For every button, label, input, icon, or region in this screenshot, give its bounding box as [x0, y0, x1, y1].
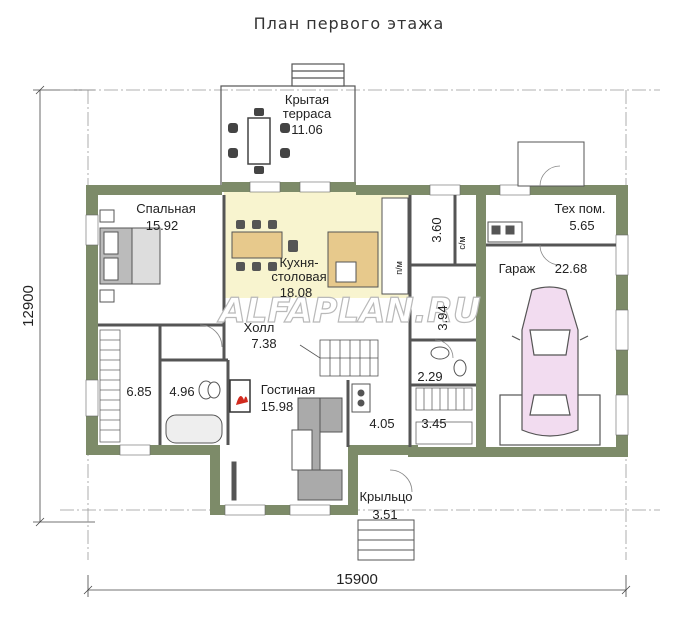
door-swings: [199, 165, 561, 493]
kitchen-name-line2: столовая: [271, 269, 326, 284]
corridor-area: 3.94: [435, 305, 450, 330]
bath2-area: 2.29: [417, 369, 442, 384]
width-dimension: 15900: [336, 571, 378, 588]
kitchen-name-line1: Кухня-: [279, 255, 318, 270]
staircase: [299, 339, 379, 377]
porch-name: Крыльцо: [359, 489, 412, 504]
sm-label: с/м: [457, 236, 467, 249]
terrace-name-line1: Крытая: [285, 92, 329, 107]
living-sofa: [231, 383, 371, 501]
terrace-table: [228, 108, 290, 174]
wardrobe: [99, 329, 121, 443]
closet-area: 6.85: [126, 384, 151, 399]
porch-area: 3.51: [372, 507, 397, 522]
kitchen-table: [231, 197, 409, 295]
kitchen-area: 18.08: [280, 285, 313, 300]
hall-area: 7.38: [251, 336, 276, 351]
bathroom-fixtures: [165, 346, 467, 444]
tech-name: Тех пом.: [554, 201, 605, 216]
tech-equipment: [487, 221, 523, 243]
interior-walls: [98, 195, 616, 447]
garage-area: 22.68: [555, 261, 588, 276]
bedroom-area: 15.92: [146, 218, 179, 233]
storage-shelves: [415, 387, 473, 445]
car: [499, 286, 601, 446]
bath-area: 4.96: [169, 384, 194, 399]
bed: [99, 209, 161, 303]
terrace-area: 11.06: [291, 122, 323, 137]
bedroom-name: Спальная: [136, 201, 195, 216]
living-area: 15.98: [261, 399, 294, 414]
vestibule-area: 4.05: [369, 416, 394, 431]
hall-name: Холл: [244, 320, 275, 335]
wc-area: 3.60: [429, 217, 444, 242]
terrace-outline: [220, 63, 356, 187]
terrace-name-line2: терраса: [283, 106, 332, 121]
windows: [85, 181, 629, 516]
watermark: ALFAPLAN.RU: [216, 291, 480, 331]
tech-area: 5.65: [569, 218, 594, 233]
plan-title: План первого этажа: [253, 14, 445, 33]
storage-area: 3.45: [421, 416, 446, 431]
garage-name: Гараж: [499, 261, 536, 276]
height-dimension: 12900: [20, 285, 37, 327]
fireplace: [229, 379, 251, 413]
porch-steps: [357, 141, 585, 561]
living-name: Гостиная: [261, 382, 316, 397]
dimension-lines: [33, 85, 660, 597]
pm-label: п/м: [394, 261, 404, 275]
